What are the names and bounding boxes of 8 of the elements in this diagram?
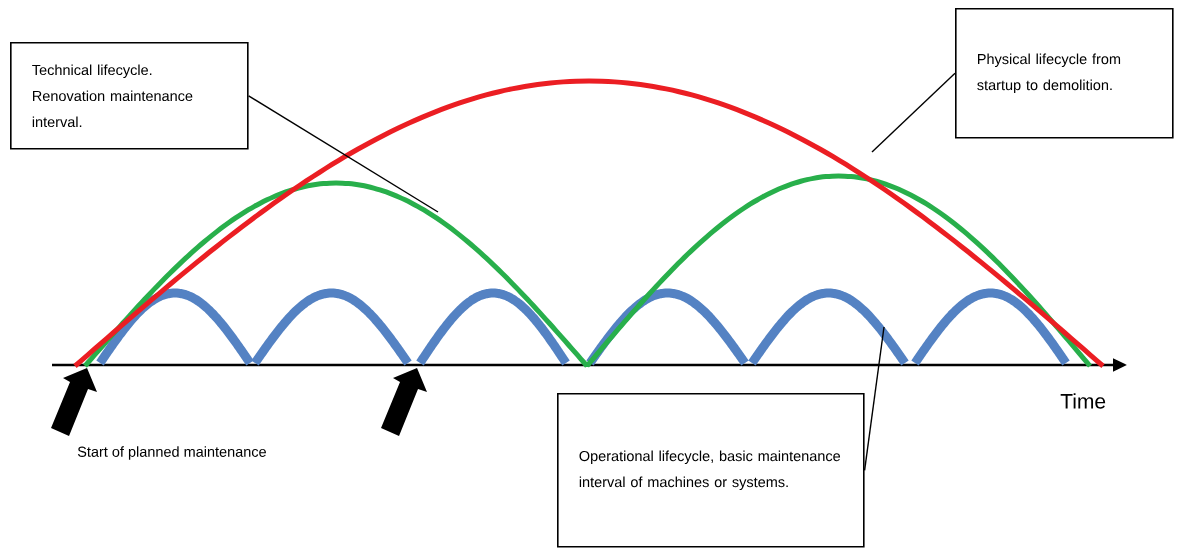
callout-box: Physical lifecycle from startup to demolition. [955, 8, 1174, 139]
leader-line [871, 72, 956, 153]
callout-box: Technical lifecycle. Renovation maintenance interval. [10, 42, 249, 150]
leader-line [247, 95, 439, 213]
caption-text: Start of planned maintenance [77, 446, 266, 460]
leader-line [863, 326, 885, 471]
axis-label: Time [1060, 393, 1106, 409]
callout-box: Operational lifecycle, basic maintenance interval of machines or systems. [557, 393, 865, 548]
